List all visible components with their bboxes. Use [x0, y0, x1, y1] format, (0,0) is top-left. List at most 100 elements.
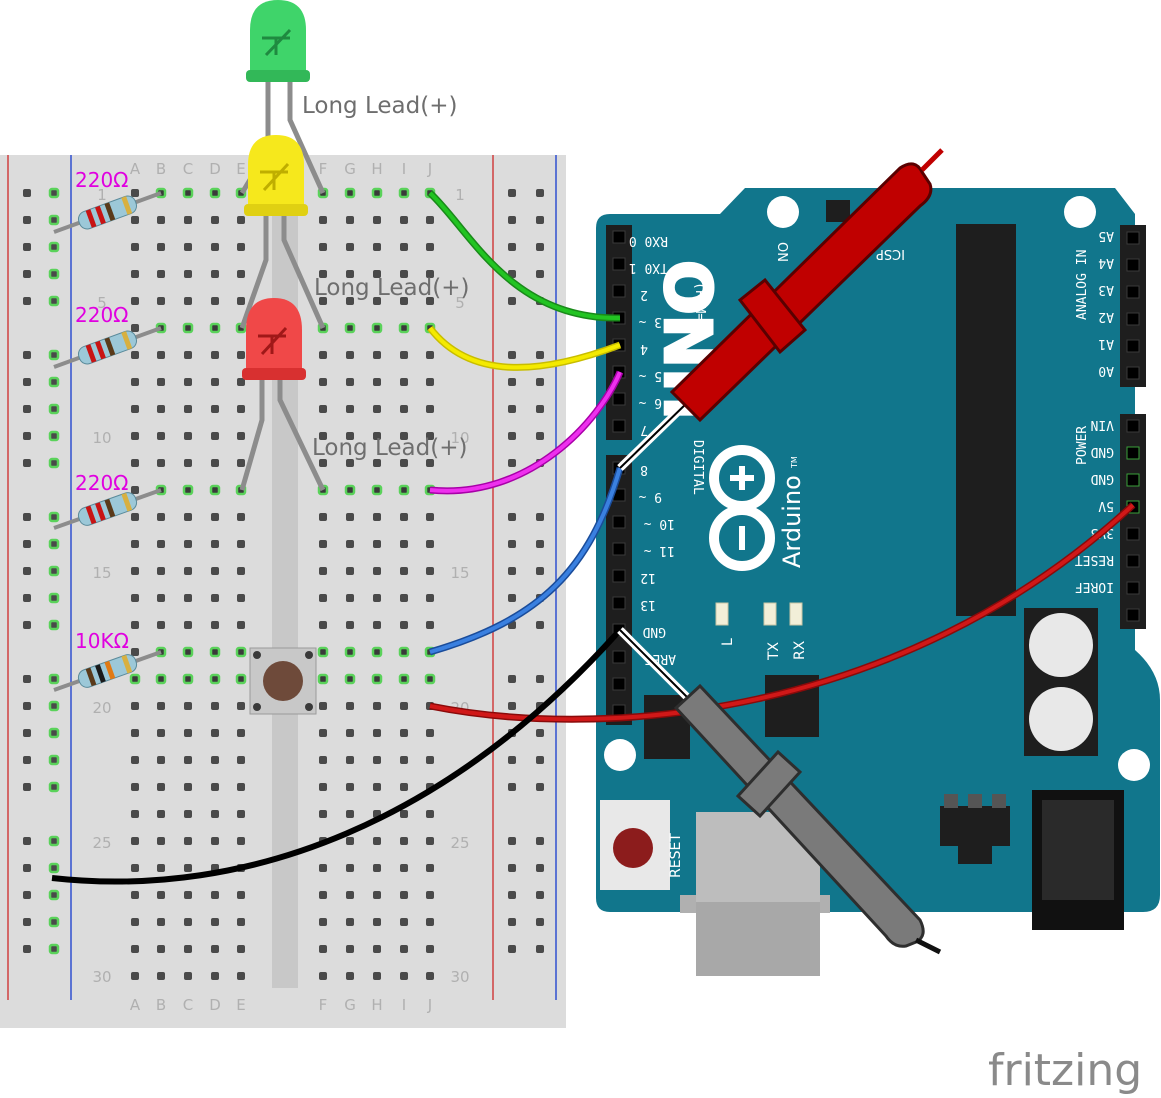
breadboard-hole — [184, 540, 192, 548]
breadboard-hole — [131, 756, 139, 764]
breadboard-hole — [400, 864, 408, 872]
col-label: C — [183, 996, 193, 1014]
breadboard-hole — [398, 322, 410, 334]
regulator-pin — [944, 794, 958, 808]
rail-hole — [23, 270, 31, 278]
breadboard-hole — [157, 351, 165, 359]
resistor-band — [121, 331, 133, 350]
pin-socket — [612, 230, 626, 244]
breadboard-hole — [184, 405, 192, 413]
rail-hole — [536, 189, 544, 197]
breadboard-hole — [426, 270, 434, 278]
breadboard-hole — [319, 729, 327, 737]
rail-hole — [508, 918, 516, 926]
breadboard-hole — [426, 513, 434, 521]
breadboard-hole — [426, 810, 434, 818]
resistor-value-label: 220Ω — [75, 168, 128, 192]
breadboard-hole — [426, 405, 434, 413]
col-label: I — [402, 996, 406, 1014]
breadboard-hole — [344, 322, 356, 334]
pin-socket — [612, 677, 626, 691]
breadboard-hole — [344, 484, 356, 496]
breadboard-hole — [237, 810, 245, 818]
breadboard-hole — [211, 783, 219, 791]
rail-hole — [536, 945, 544, 953]
green-led — [246, 0, 310, 82]
breadboard-hole — [157, 270, 165, 278]
rail-hole — [23, 540, 31, 548]
breadboard-hole — [319, 378, 327, 386]
rail-hole — [508, 756, 516, 764]
rail-hole — [508, 459, 516, 467]
yellow-led-rim — [244, 204, 308, 216]
wire-blue — [429, 467, 622, 654]
row-label: 25 — [450, 834, 469, 852]
breadboard-hole — [211, 378, 219, 386]
pin-socket — [1126, 258, 1140, 272]
breadboard-hole — [157, 513, 165, 521]
rail-hole — [508, 864, 516, 872]
breadboard-hole — [319, 351, 327, 359]
breadboard-hole — [346, 864, 354, 872]
breadboard-hole — [426, 729, 434, 737]
digital-pin-labels: RX0 0 TX0 1 2 3 ~ 4 5 ~ 6 ~ 7 8 9 ~ 10 ~… — [629, 233, 707, 666]
breadboard-hole — [426, 351, 434, 359]
push-button — [249, 647, 317, 715]
push-button-cap[interactable] — [263, 661, 303, 701]
rail-hole — [536, 837, 544, 845]
breadboard-hole — [131, 513, 139, 521]
resistor — [77, 330, 138, 365]
reset-label: RESET — [668, 833, 684, 878]
column-letters-top: A B C D E F G H I J — [130, 160, 432, 178]
breadboard-hole — [400, 594, 408, 602]
row-label: 1 — [455, 186, 465, 204]
rail-hole — [23, 756, 31, 764]
breadboard-hole — [131, 972, 139, 980]
pin-label: A3 — [1098, 282, 1114, 297]
breadboard-hole — [182, 484, 194, 496]
breadboard-hole — [211, 513, 219, 521]
breadboard-hole — [184, 297, 192, 305]
rail-hole — [23, 189, 31, 197]
rail-hole — [23, 459, 31, 467]
breadboard-hole — [184, 837, 192, 845]
rail-hole — [536, 621, 544, 629]
pin-socket — [612, 569, 626, 583]
rail-hole — [23, 675, 31, 683]
breadboard-hole — [184, 459, 192, 467]
breadboard-hole — [426, 378, 434, 386]
breadboard-hole — [237, 378, 245, 386]
breadboard-hole — [400, 837, 408, 845]
pin-label: 7 — [640, 422, 648, 437]
breadboard-hole — [131, 567, 139, 575]
breadboard-hole — [157, 783, 165, 791]
breadboard-hole — [400, 216, 408, 224]
rail-hole — [536, 513, 544, 521]
rail-hole — [23, 729, 31, 737]
breadboard-hole — [157, 810, 165, 818]
breadboard-hole — [157, 972, 165, 980]
breadboard-hole — [373, 864, 381, 872]
rail-hole — [48, 592, 60, 604]
red-probe-tip-edge — [619, 399, 691, 469]
rail-hole — [48, 835, 60, 847]
col-label: G — [344, 996, 356, 1014]
breadboard-hole — [344, 187, 356, 199]
pin-socket — [1126, 285, 1140, 299]
breadboard-hole — [209, 646, 221, 658]
icsp-label: ICSP — [876, 246, 905, 261]
reset-button[interactable] — [613, 828, 653, 868]
breadboard-hole — [131, 810, 139, 818]
rail-hole — [48, 376, 60, 388]
breadboard-hole — [184, 702, 192, 710]
dc-jack-inner — [1042, 800, 1114, 900]
breadboard-hole — [237, 216, 245, 224]
resistor-band — [85, 344, 97, 363]
breadboard-hole — [400, 567, 408, 575]
atmega-chip — [956, 224, 1016, 616]
breadboard-hole — [157, 567, 165, 575]
breadboard-hole — [346, 891, 354, 899]
breadboard-hole — [346, 405, 354, 413]
breadboard-hole — [373, 270, 381, 278]
logo-ring-minus — [709, 505, 775, 571]
